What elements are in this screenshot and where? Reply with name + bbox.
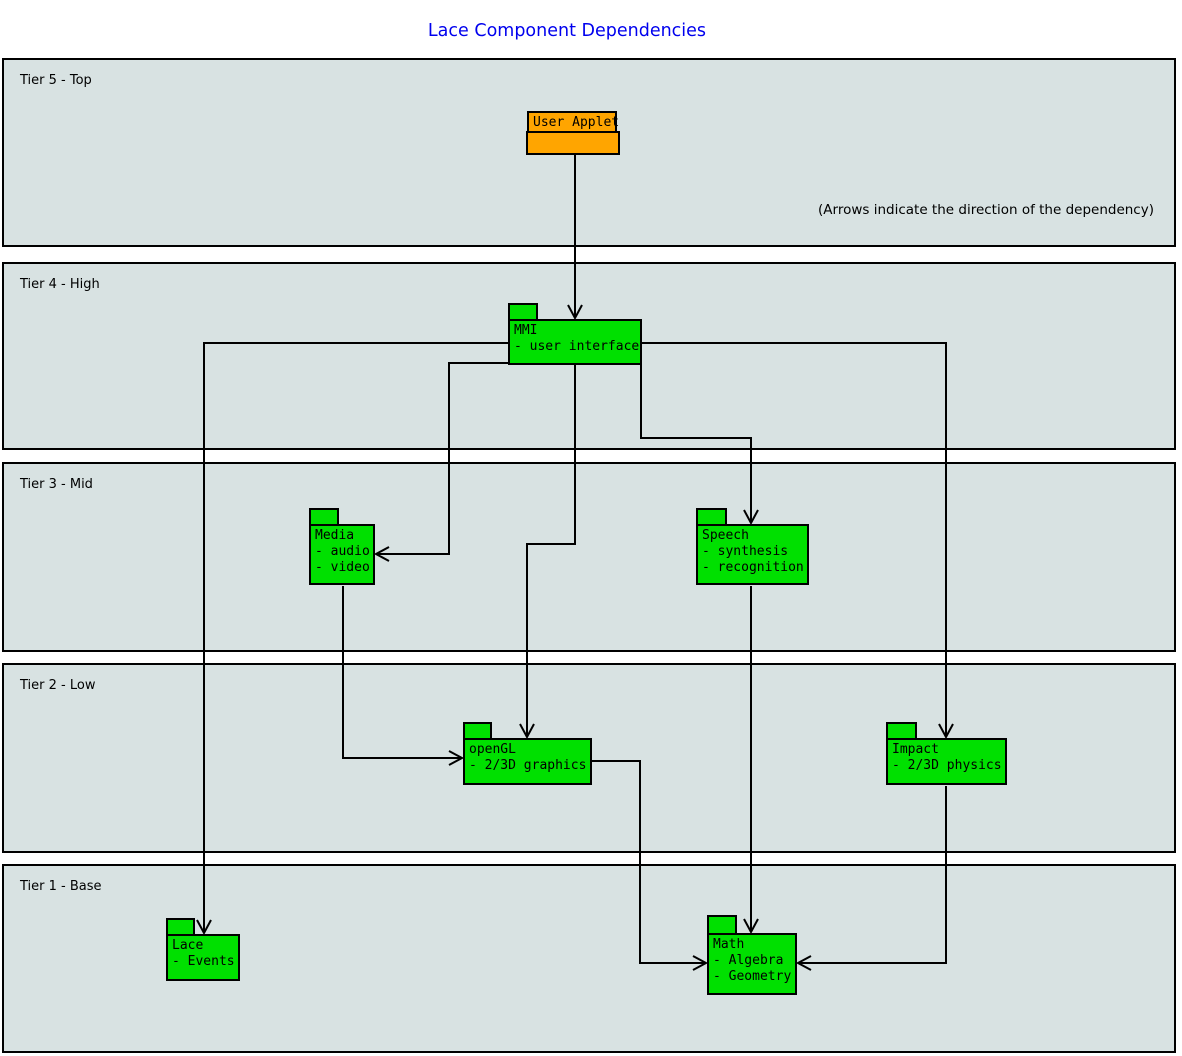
- package-body: Impact - 2/3D physics: [886, 738, 1007, 785]
- tier-label-4: Tier 4 - High: [20, 277, 100, 292]
- tier-label-3: Tier 3 - Mid: [20, 477, 93, 492]
- edge-mmi-to-speech: [640, 363, 759, 526]
- edge-mmi-to-opengl: [519, 363, 576, 740]
- package-body: Media - audio - video: [309, 524, 375, 585]
- dependency-direction-note: (Arrows indicate the direction of the de…: [818, 202, 1154, 218]
- tier-label-5: Tier 5 - Top: [20, 73, 92, 88]
- tier-band-3: Tier 3 - Mid: [2, 462, 1176, 652]
- tier-label-2: Tier 2 - Low: [20, 678, 96, 693]
- package-body: Speech - synthesis - recognition: [696, 524, 809, 585]
- package-body: openGL - 2/3D graphics: [463, 738, 592, 785]
- edge-mmi-to-media: [373, 362, 508, 562]
- package-body: Lace - Events: [166, 934, 240, 981]
- page-title: Lace Component Dependencies: [427, 21, 707, 41]
- edge-opengl-to-math: [592, 760, 709, 971]
- package-tab: [707, 915, 737, 935]
- edge-speech-to-math: [743, 586, 759, 935]
- package-body: Math - Algebra - Geometry: [707, 933, 797, 995]
- edge-mmi-to-lace: [196, 342, 508, 936]
- edge-userapplet-to-mmi: [567, 154, 583, 321]
- edge-impact-to-math: [795, 786, 947, 971]
- package-tab: User Applet: [527, 111, 619, 133]
- edge-mmi-to-impact: [642, 342, 954, 740]
- edge-media-to-opengl: [342, 586, 465, 766]
- package-body: [526, 131, 620, 155]
- tier-label-1: Tier 1 - Base: [20, 879, 102, 894]
- package-body: MMI - user interface: [508, 319, 642, 365]
